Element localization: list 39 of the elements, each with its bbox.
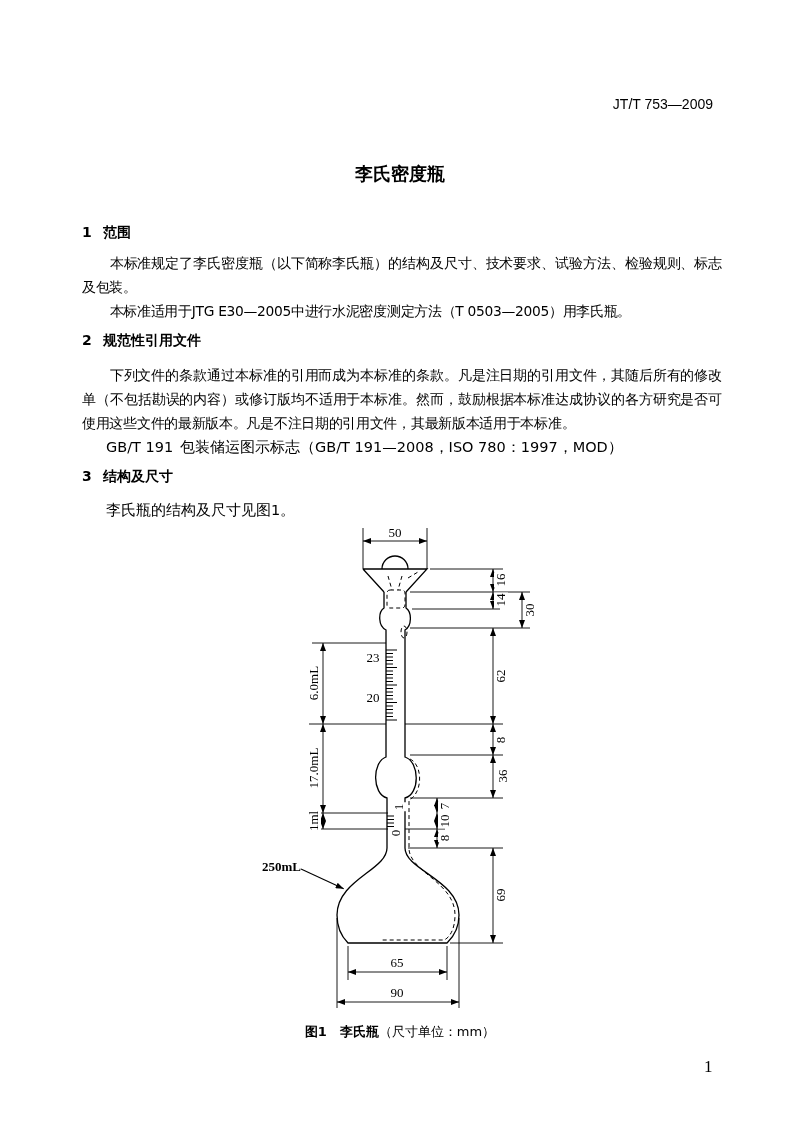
section-heading: 结构及尺寸 bbox=[103, 467, 173, 486]
dimension-value: 10 bbox=[438, 813, 452, 829]
dimension-value: 50 bbox=[387, 526, 403, 540]
paragraph: 本标准适用于JTG E30—2005中进行水泥密度测定方法（T 0503—2005）用李氏瓶。 bbox=[108, 302, 633, 321]
dimension-value: 16 bbox=[494, 572, 508, 588]
section-heading: 规范性引用文件 bbox=[103, 331, 201, 350]
section-number: 3 bbox=[82, 467, 92, 486]
section-number: 1 bbox=[82, 223, 92, 242]
section-number: 2 bbox=[82, 331, 92, 350]
dimension-value: 23 bbox=[365, 651, 381, 665]
dimension-value: 17.0mL bbox=[307, 746, 321, 790]
paragraph: 本标准规定了李氏密度瓶（以下简称李氏瓶）的结构及尺寸、技术要求、试验方法、检验规则、标志及包装。 bbox=[82, 254, 722, 297]
page-number: 1 bbox=[704, 1056, 713, 1078]
dimension-value: 14 bbox=[494, 592, 508, 608]
section-heading: 范围 bbox=[103, 223, 131, 242]
paragraph: 下列文件的条款通过本标准的引用而成为本标准的条款。凡是注日期的引用文件，其随后所有的修改单（不包括勘误的内容）或修订版均不适用于本标准。然而，鼓励根据本标准达成协议的各方研究是否可使用这些文件的最新版本。凡是不注日期的引用文件，其最新版本适用于本标准。 bbox=[82, 366, 722, 433]
dimension-value: 6.0mL bbox=[307, 664, 321, 702]
dimension-value: 7 bbox=[438, 801, 452, 811]
dimension-value: 62 bbox=[494, 668, 508, 684]
dimension-value: 0 bbox=[389, 828, 403, 838]
dimension-value: 36 bbox=[496, 768, 510, 784]
dimension-value: 30 bbox=[523, 602, 537, 618]
volume-label: 250mL bbox=[262, 858, 301, 876]
dimension-value: 1 bbox=[392, 802, 406, 812]
dimension-value: 20 bbox=[365, 691, 381, 705]
page-title: 李氏密度瓶 bbox=[354, 162, 446, 186]
flask-bulb bbox=[336, 847, 460, 944]
dimension-value: 90 bbox=[389, 986, 405, 1000]
dimension-value: 65 bbox=[389, 956, 405, 970]
standard-number: JT/T 753—2009 bbox=[611, 95, 713, 114]
leader-line bbox=[300, 868, 345, 890]
paragraph: 李氏瓶的结构及尺寸见图1。 bbox=[106, 501, 296, 520]
reference-title: 包装储运图示标志（GB/T 191—2008，ISO 780：1997，MOD） bbox=[180, 438, 624, 457]
dimension-value: 8 bbox=[494, 735, 508, 745]
reference-code: GB/T 191 bbox=[106, 438, 174, 457]
figure-caption: 图1 李氏瓶（尺寸单位：mm） bbox=[303, 1023, 497, 1041]
dimension-value: 69 bbox=[494, 887, 508, 903]
dimension-value: 1ml bbox=[307, 809, 321, 833]
dimension-value: 8 bbox=[438, 833, 452, 843]
